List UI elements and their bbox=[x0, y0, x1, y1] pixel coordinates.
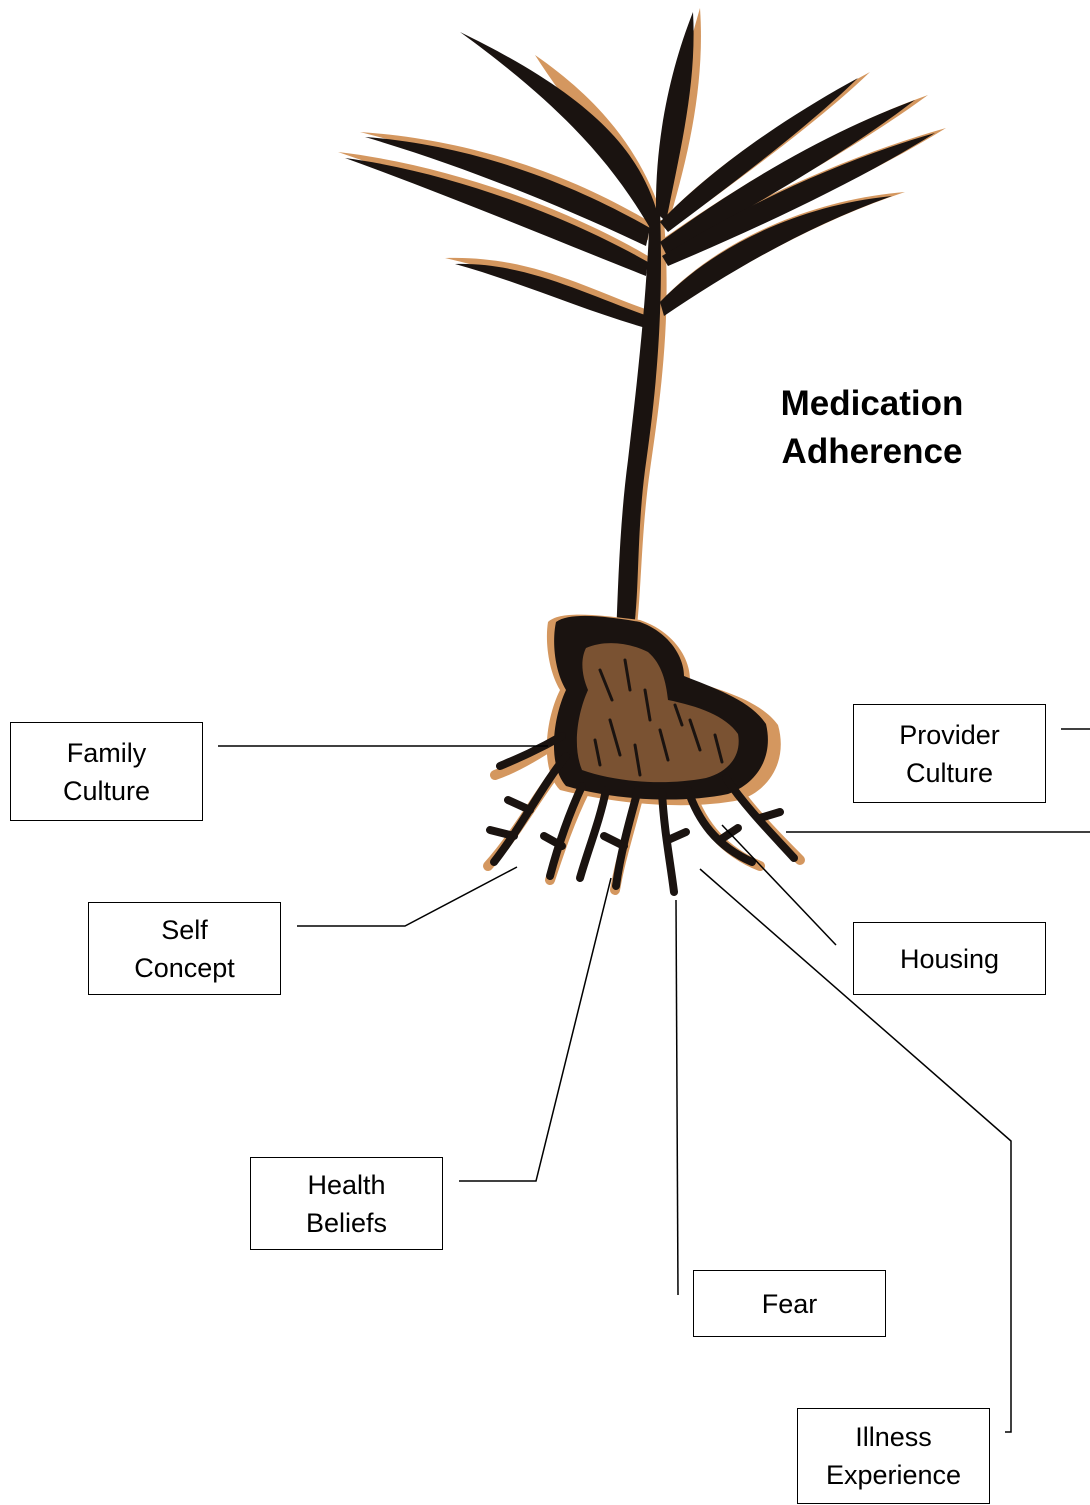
label-provider-culture: Provider Culture bbox=[853, 704, 1046, 803]
title-line-2: Adherence bbox=[752, 428, 992, 476]
label-text: Housing bbox=[900, 940, 999, 978]
label-text: Experience bbox=[826, 1456, 961, 1494]
title-line-1: Medication bbox=[752, 380, 992, 428]
label-text: Self bbox=[161, 911, 208, 949]
label-text: Fear bbox=[762, 1285, 818, 1323]
label-text: Culture bbox=[906, 754, 993, 792]
connector-health-beliefs bbox=[459, 878, 611, 1181]
label-text: Concept bbox=[134, 949, 235, 987]
label-text: Family bbox=[67, 734, 147, 772]
label-self-concept: Self Concept bbox=[88, 902, 281, 995]
diagram-title: Medication Adherence bbox=[752, 380, 992, 476]
label-text: Beliefs bbox=[306, 1204, 387, 1242]
label-text: Culture bbox=[63, 772, 150, 810]
label-family-culture: Family Culture bbox=[10, 722, 203, 821]
connector-lines bbox=[218, 729, 1090, 1432]
label-text: Illness bbox=[855, 1418, 932, 1456]
connector-self-concept bbox=[297, 867, 517, 926]
label-health-beliefs: Health Beliefs bbox=[250, 1157, 443, 1250]
label-text: Health bbox=[307, 1166, 385, 1204]
label-fear: Fear bbox=[693, 1270, 886, 1337]
connector-fear bbox=[676, 900, 678, 1295]
label-housing: Housing bbox=[853, 922, 1046, 995]
label-illness-experience: Illness Experience bbox=[797, 1408, 990, 1504]
label-text: Provider bbox=[899, 716, 1000, 754]
